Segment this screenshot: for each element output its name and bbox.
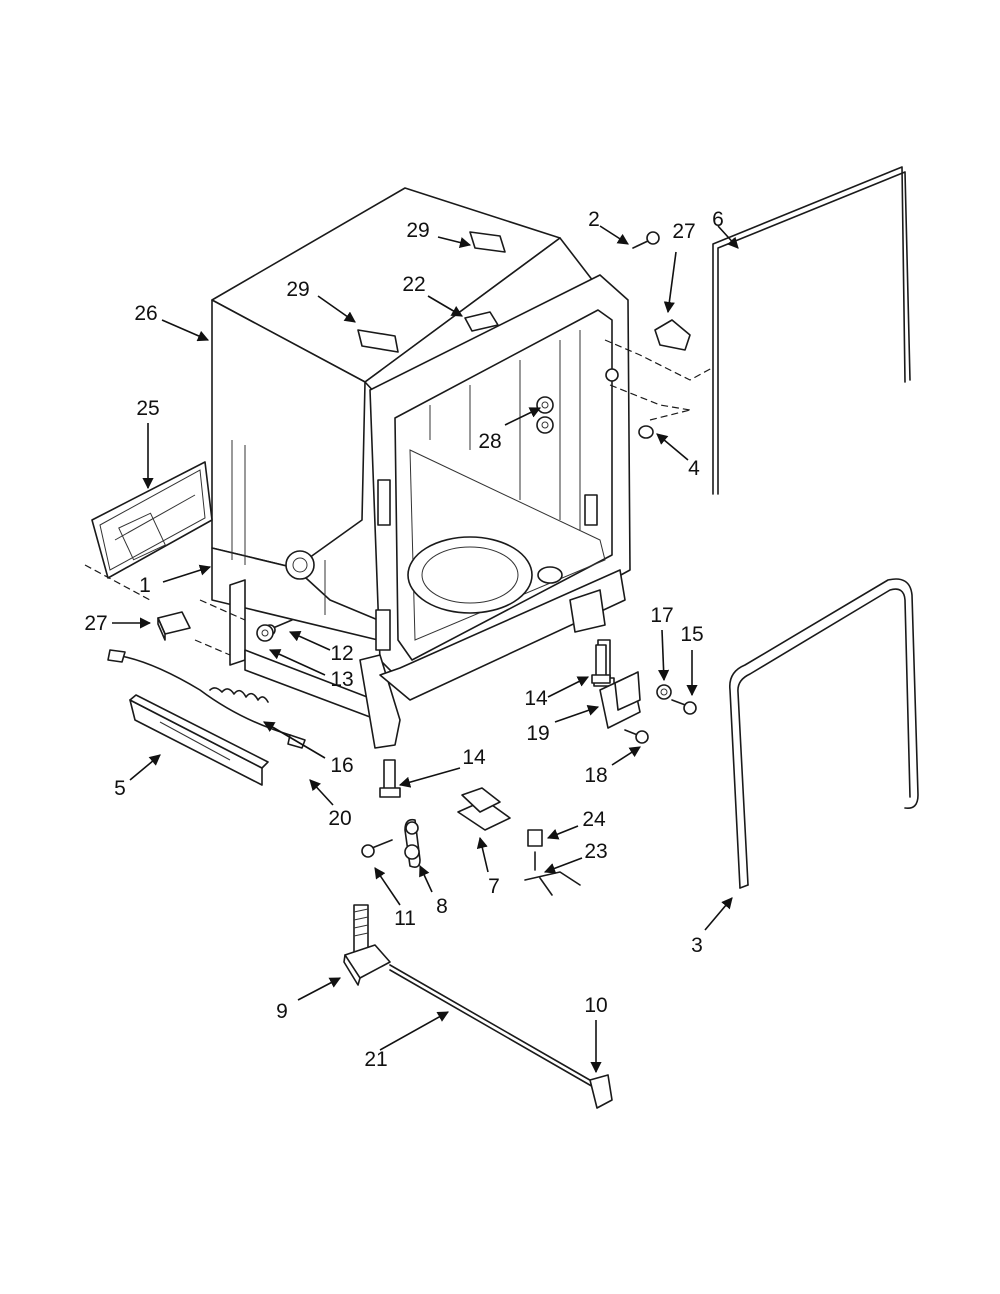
plug-4 — [638, 425, 654, 439]
callout-29-right: 29 — [406, 219, 429, 242]
callout-13: 13 — [330, 668, 353, 691]
callout-27-left: 27 — [84, 612, 107, 635]
gasket-6 — [712, 166, 911, 495]
callout-17: 17 — [650, 604, 673, 627]
screw-11 — [361, 839, 393, 858]
callout-21: 21 — [364, 1048, 387, 1071]
latch-7 — [457, 787, 511, 831]
callout-10: 10 — [584, 994, 607, 1017]
callout-4: 4 — [688, 457, 700, 480]
bracket-8 — [404, 818, 421, 868]
callout-8: 8 — [436, 895, 448, 918]
washer-13 — [256, 624, 274, 642]
leveling-leg-14-upper — [591, 644, 611, 684]
callout-14-lower: 14 — [462, 746, 486, 769]
callout-9: 9 — [276, 1000, 288, 1023]
rollers-28 — [536, 368, 619, 434]
leader-lines — [112, 225, 739, 1074]
bracket-19 — [599, 671, 641, 729]
callout-16: 16 — [330, 754, 353, 777]
screw-18 — [624, 729, 649, 744]
callout-6: 6 — [712, 208, 724, 231]
callout-27-right: 27 — [672, 220, 695, 243]
callout-5: 5 — [114, 777, 126, 800]
leveling-leg-14-lower — [379, 759, 401, 798]
callout-28: 28 — [478, 430, 501, 453]
callout-2: 2 — [588, 208, 600, 231]
callout-11: 11 — [394, 907, 416, 930]
callout-23: 23 — [584, 840, 607, 863]
callout-19: 19 — [526, 722, 549, 745]
clamp-23 — [524, 851, 581, 896]
tub-assembly — [211, 187, 631, 749]
callout-12: 12 — [330, 642, 353, 665]
callout-24: 24 — [582, 808, 606, 831]
callout-1: 1 — [139, 574, 151, 597]
block-27-right — [654, 319, 691, 351]
cover-5 — [129, 694, 269, 786]
block-27-left — [157, 611, 191, 641]
knob-10 — [589, 1074, 613, 1109]
callout-labels: 1 2 3 4 5 6 7 8 9 10 11 12 13 14 14 15 1… — [84, 208, 724, 1071]
callout-14-upper: 14 — [524, 687, 548, 710]
callout-20: 20 — [328, 807, 351, 830]
fitting-24 — [527, 829, 543, 847]
callout-3: 3 — [691, 934, 703, 957]
actuator-9 — [343, 904, 391, 986]
washer-17 — [656, 684, 672, 700]
screw-2 — [632, 231, 660, 249]
callout-22: 22 — [402, 273, 425, 296]
callout-26: 26 — [134, 302, 157, 325]
side-panel-25 — [91, 461, 213, 579]
spring-16 — [209, 687, 269, 703]
door-seal-3 — [728, 578, 919, 889]
callout-15: 15 — [680, 623, 703, 646]
callout-7: 7 — [488, 875, 500, 898]
rod-21 — [389, 964, 596, 1089]
callout-25: 25 — [136, 397, 159, 420]
callout-29-left: 29 — [286, 278, 309, 301]
callout-18: 18 — [584, 764, 607, 787]
screw-15 — [671, 699, 697, 715]
